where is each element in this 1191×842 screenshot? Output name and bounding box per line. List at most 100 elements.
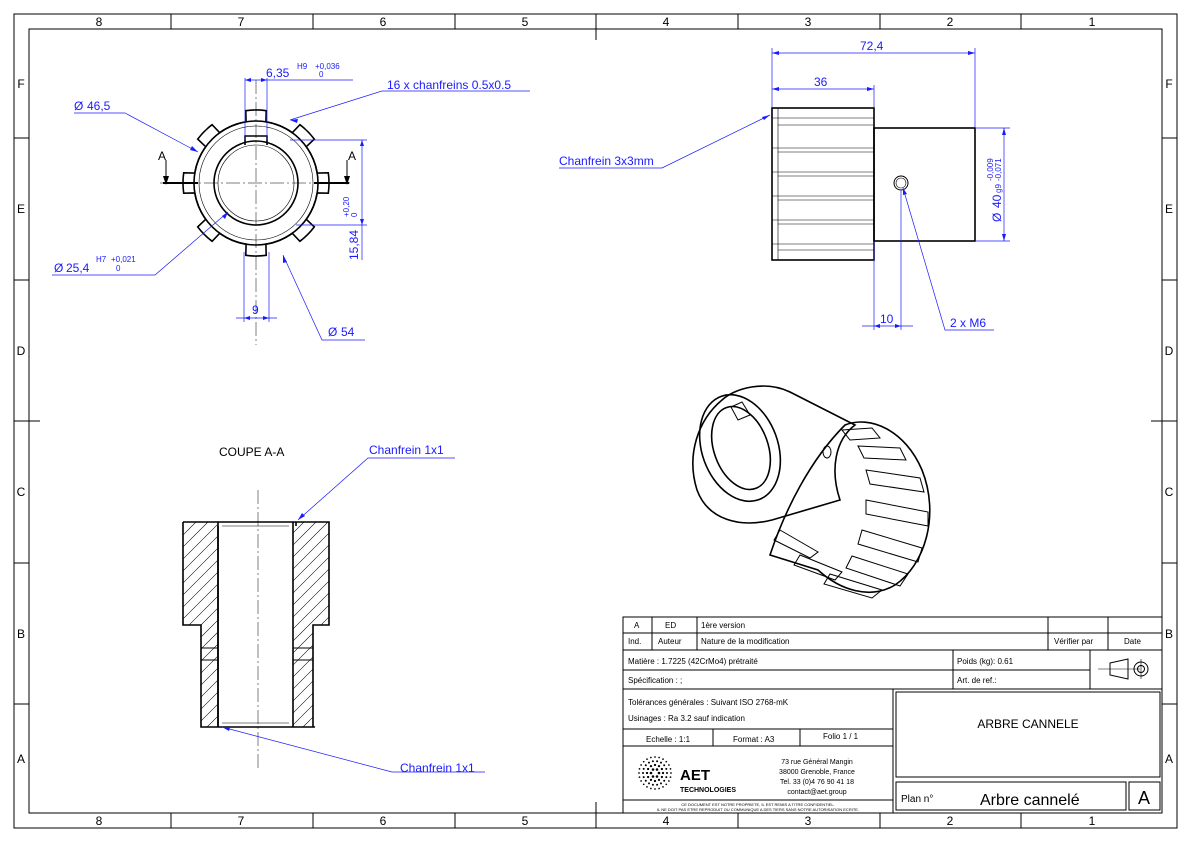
col-label: 5 — [522, 814, 529, 828]
col-label: 2 — [947, 814, 954, 828]
row-label: A — [1165, 752, 1173, 766]
rev-author: ED — [665, 621, 676, 630]
chamfer-circle — [198, 125, 314, 241]
company-sub: TECHNOLOGIES — [680, 787, 736, 794]
col-label: 8 — [96, 814, 103, 828]
col-label: 3 — [805, 814, 812, 828]
dim-shaft-tol-lower: -0,071 — [994, 158, 1003, 181]
col-label: 7 — [238, 15, 245, 29]
dim-bore-tol-class: H7 — [96, 255, 107, 264]
row-label: F — [1165, 77, 1172, 91]
format: Format : A3 — [733, 735, 775, 744]
part-title: ARBRE CANNELE — [977, 717, 1078, 731]
col-label: 4 — [663, 15, 670, 29]
art-ref: Art. de ref.: — [957, 676, 997, 685]
section-title: COUPE A-A — [219, 445, 284, 459]
sheet-revision: A — [1138, 788, 1150, 808]
col-label: 5 — [522, 15, 529, 29]
isometric-view — [692, 385, 931, 599]
folio: Folio 1 / 1 — [823, 732, 859, 741]
phone: Tel. 33 (0)4 76 90 41 18 — [780, 779, 854, 786]
material: Matière : 1.7225 (42CrMo4) prétraité — [628, 657, 758, 666]
address-line-1: 73 rue Général Mangin — [781, 759, 853, 766]
note-chamfer-bottom: Chanfrein 1x1 — [400, 761, 475, 775]
dim-bore-tol-lower: 0 — [116, 264, 121, 273]
bore-chamfer-circle — [217, 144, 295, 222]
tolerances: Tolérances générales : Suivant ISO 2768-… — [628, 698, 789, 707]
dim-spline-length: 36 — [814, 75, 828, 89]
row-label: D — [1165, 344, 1174, 358]
dim-key-height-tol-upper: +0,20 — [342, 196, 351, 217]
col-label: 6 — [380, 15, 387, 29]
dim-outer-dia: 46,5 — [87, 99, 111, 113]
dim-shaft-tol-upper: -0,009 — [986, 158, 995, 181]
rev-header-date: Date — [1124, 637, 1141, 646]
confidential-line-1: CE DOCUMENT EST NOTRE PROPRIETE, IL EST … — [681, 802, 834, 807]
front-view: A A 6,35 H9 +0,036 0 16 x chanfreins 0.5… — [52, 62, 530, 345]
dim-key-height-tol-lower: 0 — [350, 212, 359, 217]
plan-name: Arbre cannelé — [980, 792, 1080, 809]
side-view: 72,4 36 Chanfrein 3x3mm Ø 40 g9 -0,009 -… — [559, 39, 1010, 331]
col-label: 3 — [805, 15, 812, 29]
dim-total-length: 72,4 — [860, 39, 884, 53]
col-label: 8 — [96, 15, 103, 29]
dim-keyway-tol-upper: +0,036 — [315, 62, 340, 71]
rev-index: A — [634, 621, 640, 630]
dim-bore-dia: 25,4 — [66, 261, 90, 275]
dim-key-height: 15,84 — [347, 230, 361, 260]
col-label: 6 — [380, 814, 387, 828]
projection-symbol-icon — [1098, 658, 1149, 680]
dim-keyway-tol-lower: 0 — [319, 70, 324, 79]
sheet-frame: 8 7 6 5 4 3 2 1 8 7 6 5 4 3 2 1 F E D C … — [13, 13, 1178, 829]
row-label: E — [1165, 202, 1173, 216]
spec: Spécification : ; — [628, 676, 682, 685]
aet-logo-icon — [638, 756, 672, 790]
section-marker-left: A — [158, 149, 166, 163]
machining: Usinages : Ra 3.2 sauf indication — [628, 714, 745, 723]
dim-keyway-width: 6,35 — [266, 66, 290, 80]
row-label: B — [17, 627, 25, 641]
note-chamfer-3x3: Chanfrein 3x3mm — [559, 154, 654, 168]
title-block: A ED 1ère version Ind. Auteur Nature de … — [622, 616, 1163, 814]
note-chamfers: 16 x chanfreins 0.5x0.5 — [387, 78, 511, 92]
confidential-line-2: IL NE DOIT PAS ETRE REPRODUIT OU COMMUNI… — [657, 807, 859, 812]
section-marker-right: A — [348, 149, 356, 163]
col-label: 4 — [663, 814, 670, 828]
note-holes: 2 x M6 — [950, 316, 986, 330]
rev-header-ind: Ind. — [628, 637, 641, 646]
keyway — [244, 135, 268, 145]
row-label: C — [17, 485, 26, 499]
dim-spline-width: 9 — [252, 303, 259, 317]
rev-desc: 1ère version — [701, 621, 745, 630]
company-name: AET — [680, 767, 710, 784]
col-label: 7 — [238, 814, 245, 828]
dim-keyway-tol-class: H9 — [297, 62, 308, 71]
scale: Echelle : 1:1 — [646, 735, 691, 744]
dim-shaft-dia-symbol: Ø — [990, 213, 1004, 222]
weight: Poids (kg): 0.61 — [957, 657, 1014, 666]
col-label: 1 — [1089, 15, 1096, 29]
email: contact@aet.group — [787, 789, 846, 796]
row-label: B — [1165, 627, 1173, 641]
dim-hole-offset: 10 — [880, 312, 894, 326]
col-label: 1 — [1089, 814, 1096, 828]
dim-bore-tol-upper: +0,021 — [111, 255, 136, 264]
note-chamfer-top: Chanfrein 1x1 — [369, 443, 444, 457]
dim-shaft-tol-class: g9 — [994, 184, 1003, 193]
dim-tip-dia: 54 — [341, 325, 355, 339]
bore-circle — [213, 140, 299, 226]
dim-shaft-dia: 40 — [990, 194, 1004, 208]
row-label: E — [17, 202, 25, 216]
rev-header-verif: Vérifier par — [1054, 637, 1093, 646]
dim-outer-dia-symbol: Ø — [74, 99, 83, 113]
row-label: F — [17, 77, 24, 91]
section-view: COUPE A-A Chanfrein 1x1 Chanfrein 1x1 — [182, 443, 485, 775]
row-label: A — [17, 752, 25, 766]
rev-header-author: Auteur — [658, 637, 682, 646]
plan-label: Plan n° — [901, 794, 933, 805]
row-label: C — [1165, 485, 1174, 499]
row-label: D — [17, 344, 26, 358]
address-line-2: 38000 Grenoble, France — [779, 769, 855, 776]
dim-tip-dia-symbol: Ø — [328, 325, 337, 339]
